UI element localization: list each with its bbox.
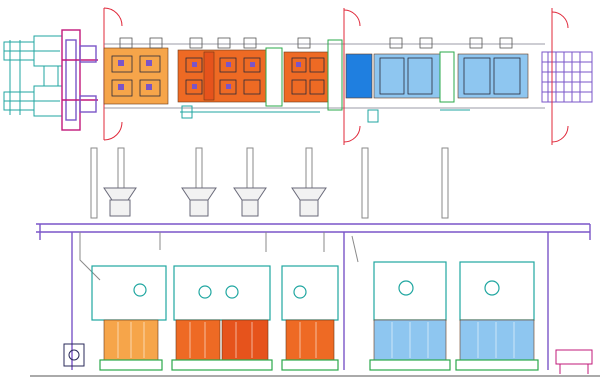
right-discharge-equipment — [555, 349, 593, 374]
plan-green-trays — [265, 39, 455, 111]
left-inlet-assembly — [3, 35, 63, 117]
elevation-block-6 — [459, 319, 535, 361]
plan-top-ducts — [119, 37, 513, 49]
door-swing-right — [343, 8, 569, 145]
elevation-ducts — [79, 232, 359, 281]
elevation-block-4 — [285, 319, 335, 361]
plan-block-2 — [177, 49, 267, 103]
plan-block-1 — [103, 47, 169, 105]
plan-block-6 — [373, 53, 441, 99]
plan-block-5 — [345, 53, 373, 99]
machine-bases — [99, 359, 539, 371]
plan-view — [3, 7, 593, 145]
cyclone-cones — [103, 187, 327, 217]
plan-conveyor — [180, 105, 470, 123]
steel-frame — [36, 223, 591, 370]
exhaust-stacks — [90, 147, 449, 219]
elevation-block-2 — [175, 319, 221, 361]
plan-block-7 — [457, 53, 529, 99]
elevation-panel-lines — [117, 322, 515, 358]
left-feed-equipment — [63, 343, 85, 367]
elevation-view — [30, 147, 600, 377]
elevation-block-3 — [221, 319, 269, 361]
plan-right-end — [541, 51, 593, 103]
plan-block-3 — [203, 51, 215, 101]
inlet-frame — [61, 29, 98, 131]
plan-top-equipment-row — [104, 43, 545, 109]
plan-sieve-markers — [118, 60, 301, 90]
plan-machine-details — [111, 55, 521, 97]
machine-housings — [91, 261, 535, 321]
